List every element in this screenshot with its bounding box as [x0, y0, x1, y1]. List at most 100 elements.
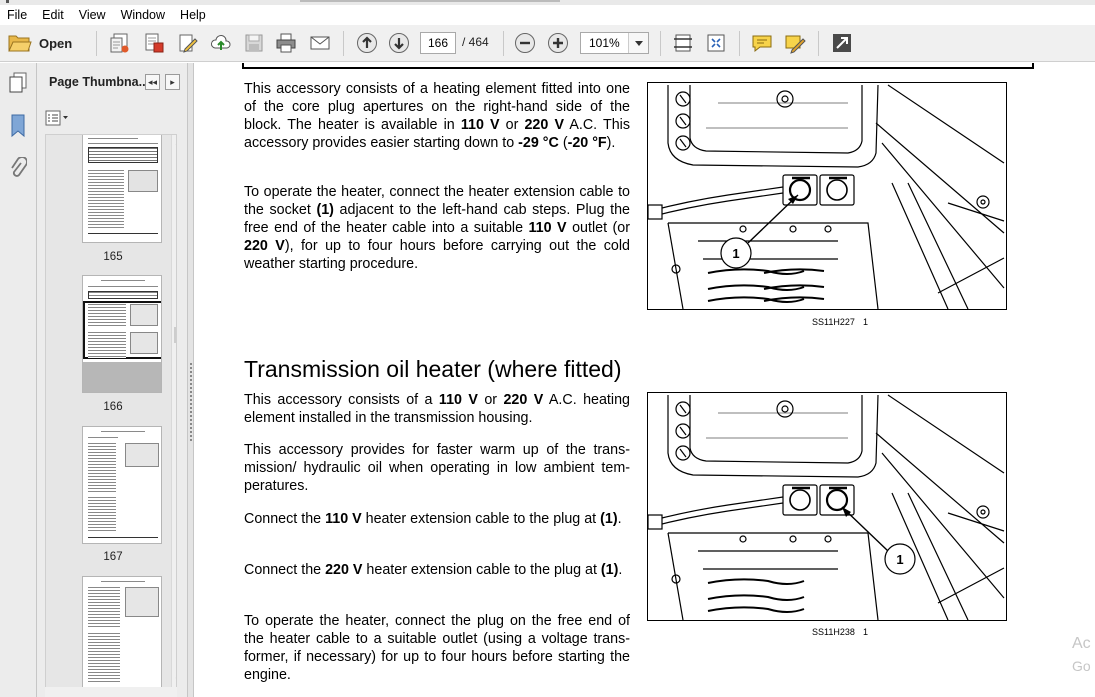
- thumbnail-scrollbar[interactable]: ▲ ▼: [171, 135, 176, 688]
- cloud-upload-icon: [211, 34, 231, 50]
- zoom-dropdown[interactable]: [628, 33, 648, 53]
- thumbnail-page-167[interactable]: [82, 426, 162, 544]
- paragraph-block-transmission-benefit: This accessory provides for faster warm …: [244, 441, 630, 495]
- fit-width-button[interactable]: [671, 31, 695, 55]
- text-run: To operate the heater, connect the heate…: [244, 184, 630, 218]
- create-pdf-icon: [110, 33, 129, 53]
- create-pdf-button[interactable]: [108, 31, 132, 55]
- page-total-label: / 464: [462, 35, 489, 49]
- bold-text-run: 220 V: [325, 562, 363, 578]
- thumbnail-page-165[interactable]: [82, 135, 162, 243]
- collapse-panel-button[interactable]: ◂◂: [145, 74, 160, 90]
- email-button[interactable]: [308, 31, 332, 55]
- toolbar-separator: [503, 31, 504, 56]
- fit-page-icon: [707, 34, 725, 52]
- text-run: A.C. This accessory provides easier star…: [244, 117, 630, 151]
- text-run: or: [499, 117, 525, 133]
- scrollbar-thumb[interactable]: [174, 327, 176, 343]
- panel-splitter[interactable]: [187, 63, 194, 697]
- expand-arrows-icon: [833, 34, 851, 52]
- figure-2-caption: SS11H238: [812, 627, 855, 637]
- text-run: .: [617, 511, 622, 527]
- bold-text-run: (1): [600, 511, 618, 527]
- document-view[interactable]: This accessory consists of a heating ele…: [195, 63, 1095, 697]
- menu-file[interactable]: File: [7, 8, 28, 22]
- text-run: This accessory provides for faster warm …: [244, 442, 630, 494]
- previous-page-button[interactable]: [355, 31, 379, 55]
- menu-edit[interactable]: Edit: [42, 8, 64, 22]
- toolbar-separator: [343, 31, 344, 56]
- expand-panel-button[interactable]: ▸: [165, 74, 180, 90]
- menu-view[interactable]: View: [78, 8, 106, 22]
- chevron-up-icon[interactable]: ▲: [174, 137, 176, 147]
- full-screen-button[interactable]: [830, 31, 854, 55]
- bookmarks-tab[interactable]: [6, 112, 30, 140]
- figure-2-number: 1: [863, 627, 869, 637]
- thumbnail-page-168[interactable]: [82, 576, 162, 688]
- paragraph-block-220v-connection: Connect the 220 V heater extension cable…: [244, 561, 630, 579]
- menu-bar: File Edit View Window Help: [0, 5, 1095, 25]
- toolbar-separator: [818, 31, 819, 56]
- thumbnail-label-166: 166: [103, 401, 123, 413]
- floppy-save-icon: [245, 34, 263, 52]
- text-run: (: [558, 135, 568, 151]
- fit-page-button[interactable]: [704, 31, 728, 55]
- text-run: Connect the: [244, 562, 326, 578]
- chevron-down-icon[interactable]: ▼: [174, 675, 176, 685]
- text-run: heater extension cable to the plug at: [361, 511, 601, 527]
- comment-button[interactable]: [750, 31, 774, 55]
- print-button[interactable]: [274, 31, 298, 55]
- text-run: Connect the: [244, 511, 326, 527]
- toolbar-separator: [739, 31, 740, 56]
- paragraph-block-transmission-description: This accessory consists of a 110 V or 22…: [244, 391, 630, 427]
- thumbnail-options-button[interactable]: [45, 108, 71, 128]
- open-button[interactable]: Open: [8, 30, 72, 56]
- combine-files-icon: [145, 33, 164, 53]
- arrow-up-circle-icon: [357, 33, 377, 53]
- bold-text-run: 110 V: [325, 511, 362, 527]
- page-number-input[interactable]: 166: [420, 32, 456, 54]
- bold-text-run: -29 °C: [518, 135, 559, 151]
- text-run: This accessory consists of a: [244, 392, 439, 408]
- bold-text-run: 220 V: [503, 392, 544, 408]
- menu-help[interactable]: Help: [180, 8, 206, 22]
- folder-open-icon: [8, 35, 32, 52]
- minus-circle-icon: [515, 33, 535, 53]
- figure-1-callout: 1: [732, 246, 739, 261]
- thumbnails-header: Page Thumbna... ◂◂ ▸: [37, 63, 187, 101]
- text-run: A.C. heating element installed in the tr…: [244, 392, 630, 426]
- highlighter-pen-icon: [785, 35, 806, 54]
- window-top-edge: [0, 0, 1095, 5]
- thumbnail-horizontal-scrollbar[interactable]: [45, 687, 177, 697]
- save-button[interactable]: [242, 31, 266, 55]
- printer-icon: [276, 33, 296, 53]
- previous-table-border: [242, 63, 1034, 69]
- attachments-tab[interactable]: [6, 155, 30, 183]
- engine-bay-illustration: 1: [648, 394, 1005, 620]
- highlight-button[interactable]: [783, 31, 807, 55]
- bold-text-run: -20 °F: [567, 135, 607, 151]
- text-run: .: [618, 562, 623, 578]
- zoom-in-button[interactable]: [546, 31, 570, 55]
- next-page-button[interactable]: [387, 31, 411, 55]
- text-run: ).: [606, 135, 616, 151]
- envelope-icon: [310, 36, 330, 50]
- upload-cloud-button[interactable]: [209, 31, 233, 55]
- thumbnail-list[interactable]: 165 166: [45, 134, 177, 689]
- paragraph-block-transmission-operation: To operate the heater, connect the plug …: [244, 612, 630, 684]
- bold-text-run: 110 V: [460, 117, 500, 133]
- edit-pdf-button[interactable]: [176, 31, 200, 55]
- toolbar-separator: [96, 31, 97, 56]
- figure-1-number: 1: [863, 317, 869, 327]
- menu-window[interactable]: Window: [120, 8, 166, 22]
- page-thumbnails-tab[interactable]: [6, 69, 30, 97]
- combine-files-button[interactable]: [142, 31, 166, 55]
- zoom-select[interactable]: 101%: [580, 32, 649, 54]
- options-list-icon: [45, 110, 68, 126]
- text-run: or: [477, 392, 504, 408]
- activation-watermark-line2: Go: [1072, 658, 1091, 674]
- bold-text-run: 110 V: [438, 392, 478, 408]
- zoom-out-button[interactable]: [513, 31, 537, 55]
- thumbnail-page-166[interactable]: [82, 275, 162, 393]
